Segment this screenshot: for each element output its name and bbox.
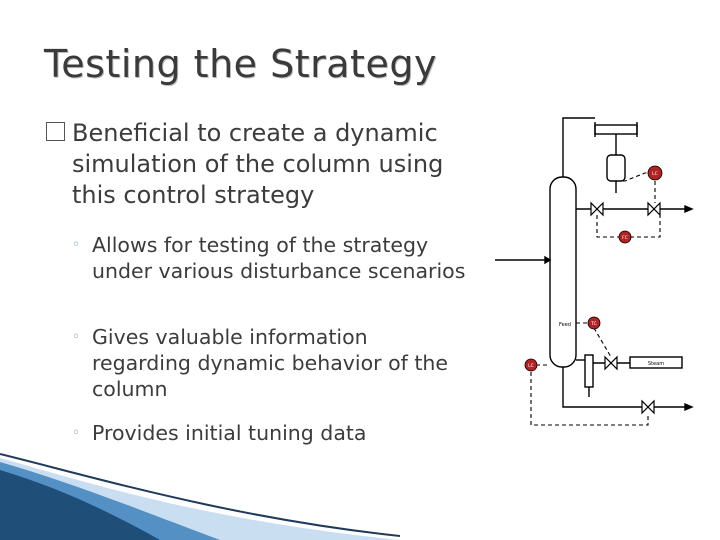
- condenser: [594, 124, 638, 135]
- sub-bullet-3: ◦ Provides initial tuning data: [72, 420, 472, 446]
- sub-bullet-marker: ◦: [72, 237, 81, 253]
- steam-valve-icon: [604, 355, 618, 371]
- fc-to-reflux-valve: [596, 215, 620, 238]
- controller-label: LC: [652, 171, 658, 177]
- feed-arrow: [544, 255, 552, 265]
- bullet-box-icon: [46, 122, 65, 141]
- reflux-drum: [606, 154, 626, 182]
- column-vessel: [549, 176, 577, 368]
- feed-label: Feed: [559, 322, 571, 328]
- bottoms-valve-icon: [641, 399, 655, 415]
- main-bullet-text: Beneficial to create a dynamic simulatio…: [72, 119, 444, 209]
- distillation-column-diagram: LC FC TC LC Feed Steam: [495, 117, 694, 426]
- sub-bullet-text: Provides initial tuning data: [92, 421, 367, 445]
- reboiler: [584, 354, 594, 388]
- distillate-valve-icon: [647, 201, 661, 217]
- sub-bullet-1: ◦ Allows for testing of the strategy und…: [72, 232, 472, 284]
- temperature-controller: [587, 316, 601, 330]
- main-bullet: Beneficial to create a dynamic simulatio…: [46, 118, 478, 211]
- controller-label: TC: [590, 321, 597, 327]
- controller-label: LC: [528, 363, 534, 369]
- fc-signal: [630, 215, 661, 238]
- sub-bullet-text: Gives valuable information regarding dyn…: [92, 325, 449, 401]
- steam-label: Steam: [648, 361, 664, 367]
- sub-bullet-text: Allows for testing of the strategy under…: [92, 233, 466, 283]
- bottoms-line: [562, 367, 685, 408]
- distillate-arrow: [684, 204, 694, 214]
- level-controller-bottom: [524, 358, 538, 372]
- overhead-vapor-line: [562, 117, 595, 177]
- decorative-swoosh: [0, 453, 400, 540]
- slide-title: Testing the Strategy: [44, 42, 437, 86]
- sub-bullet-marker: ◦: [72, 329, 81, 345]
- tc-to-steam-valve: [593, 327, 612, 358]
- flow-controller: [618, 230, 632, 244]
- sub-bullet-marker: ◦: [72, 425, 81, 441]
- sub-bullet-2: ◦ Gives valuable information regarding d…: [72, 324, 472, 402]
- steam-box: [629, 356, 683, 369]
- bottoms-arrow: [684, 402, 694, 412]
- swoosh-dark: [0, 470, 160, 540]
- controller-label: FC: [622, 235, 628, 241]
- swoosh-line: [0, 453, 400, 537]
- lc-bottom-signal: [530, 365, 649, 426]
- reflux-valve-icon: [590, 201, 604, 217]
- level-controller-top: [647, 165, 663, 181]
